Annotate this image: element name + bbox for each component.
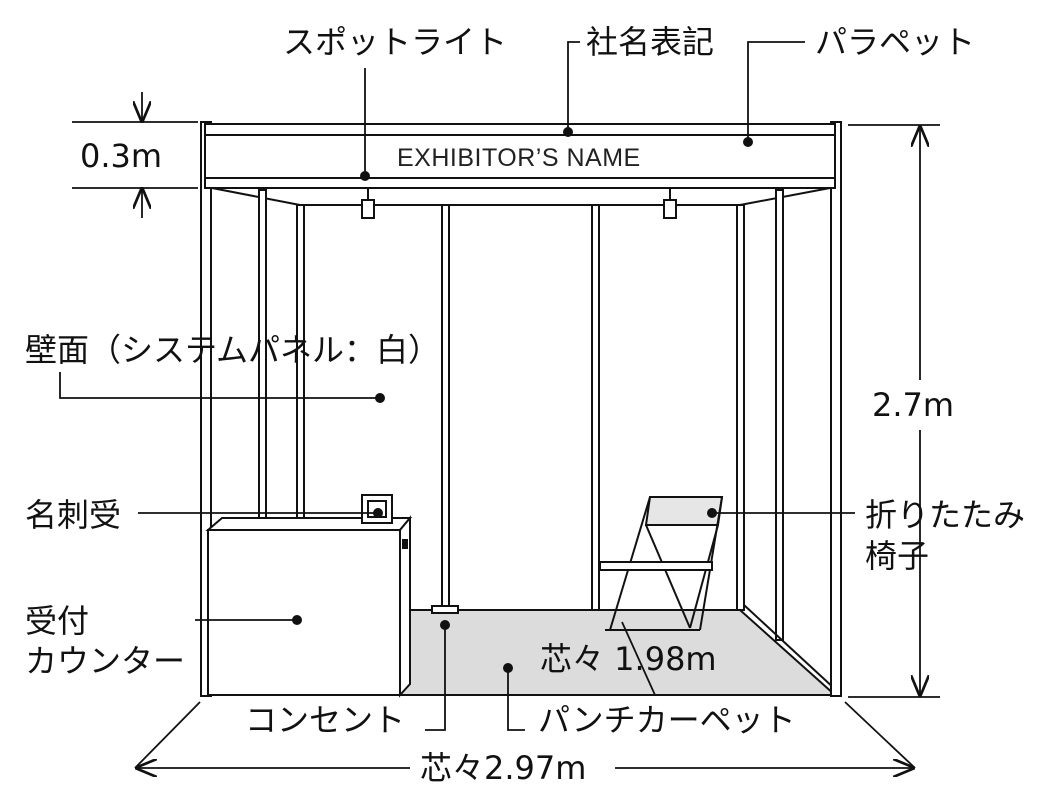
parapet bbox=[204, 123, 836, 136]
folding-chair bbox=[599, 496, 724, 631]
label-counter-1: 受付 bbox=[25, 602, 90, 640]
leader-dots bbox=[292, 127, 753, 673]
label-wall: 壁面（システムパネル：白） bbox=[25, 331, 441, 369]
label-company-name: 社名表記 bbox=[586, 23, 715, 61]
side-post bbox=[775, 189, 784, 641]
fascia-text: EXHIBITOR’S NAME bbox=[397, 144, 641, 172]
label-width: 芯々2.97m bbox=[420, 749, 587, 787]
label-parapet-height: 0.3m bbox=[80, 137, 163, 175]
label-counter-2: カウンター bbox=[25, 642, 186, 680]
label-height: 2.7m bbox=[872, 386, 955, 424]
fascia-panel bbox=[204, 134, 836, 179]
front-post-right bbox=[830, 121, 842, 697]
wall-post bbox=[441, 204, 450, 611]
label-carpet: パンチカーペット bbox=[538, 701, 796, 739]
side-post bbox=[736, 204, 745, 611]
spotlight-icon bbox=[361, 188, 677, 219]
wall-post bbox=[591, 204, 600, 611]
label-chair-1: 折りたたみ bbox=[865, 496, 1026, 534]
label-outlet: コンセント bbox=[245, 701, 406, 739]
label-card-holder: 名刺受 bbox=[25, 496, 122, 534]
label-chair-2: 椅子 bbox=[865, 537, 930, 575]
front-post-left bbox=[200, 121, 212, 697]
reception-counter bbox=[205, 515, 413, 698]
outlet bbox=[431, 605, 459, 614]
label-parapet: パラペット bbox=[815, 23, 976, 61]
label-depth: 芯々 1.98m bbox=[540, 640, 717, 678]
label-spotlight: スポットライト bbox=[283, 23, 508, 61]
